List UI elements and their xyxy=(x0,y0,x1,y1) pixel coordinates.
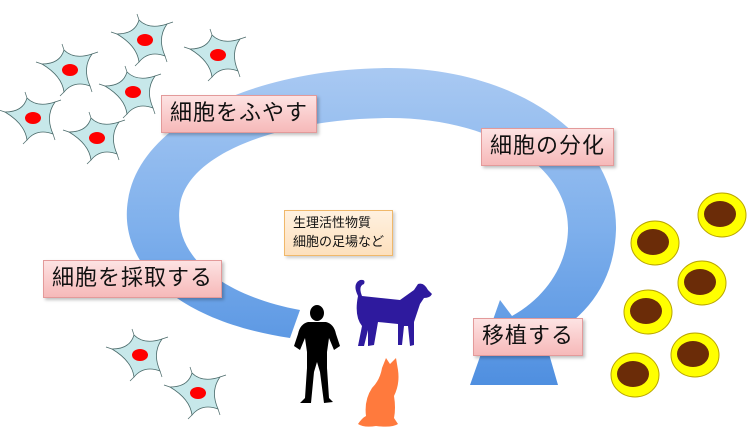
stem-cells-bottom-group xyxy=(105,328,227,420)
stem-cell-icon xyxy=(0,91,62,145)
step-label-text: 細胞の分化 xyxy=(490,134,606,159)
stem-cell-icon xyxy=(110,13,174,67)
step-label-text: 細胞をふやす xyxy=(170,101,309,126)
stem-cell-icon xyxy=(98,65,162,119)
differentiated-cell-icon xyxy=(610,352,660,398)
differentiated-cell-icon xyxy=(670,332,720,378)
differentiated-cell-icon xyxy=(677,260,727,306)
center-note-box: 生理活性物質 細胞の足場など xyxy=(284,210,394,256)
stem-cell-icon xyxy=(35,43,99,97)
step-label-expand: 細胞をふやす xyxy=(161,95,318,133)
step-label-differentiate: 細胞の分化 xyxy=(481,128,615,166)
step-label-transplant: 移植する xyxy=(473,318,584,356)
cycle-arrow xyxy=(126,68,617,385)
differentiated-cell-icon xyxy=(623,289,673,335)
dog-silhouette-icon xyxy=(355,279,432,346)
differentiated-cells-group xyxy=(610,192,747,398)
stem-cell-icon xyxy=(62,111,126,165)
step-label-text: 細胞を採取する xyxy=(52,266,214,291)
human-silhouette-icon xyxy=(294,305,340,403)
differentiated-cell-icon xyxy=(630,220,680,266)
stem-cell-icon xyxy=(183,28,247,82)
cat-silhouette-icon xyxy=(358,358,399,427)
step-label-harvest: 細胞を採取する xyxy=(43,260,223,298)
stem-cell-icon xyxy=(163,366,227,420)
center-note-line-2: 細胞の足場など xyxy=(293,235,385,250)
differentiated-cell-icon xyxy=(697,192,747,238)
step-label-text: 移植する xyxy=(482,324,575,349)
stem-cell-icon xyxy=(105,328,169,382)
center-note-line-1: 生理活性物質 xyxy=(293,216,372,231)
